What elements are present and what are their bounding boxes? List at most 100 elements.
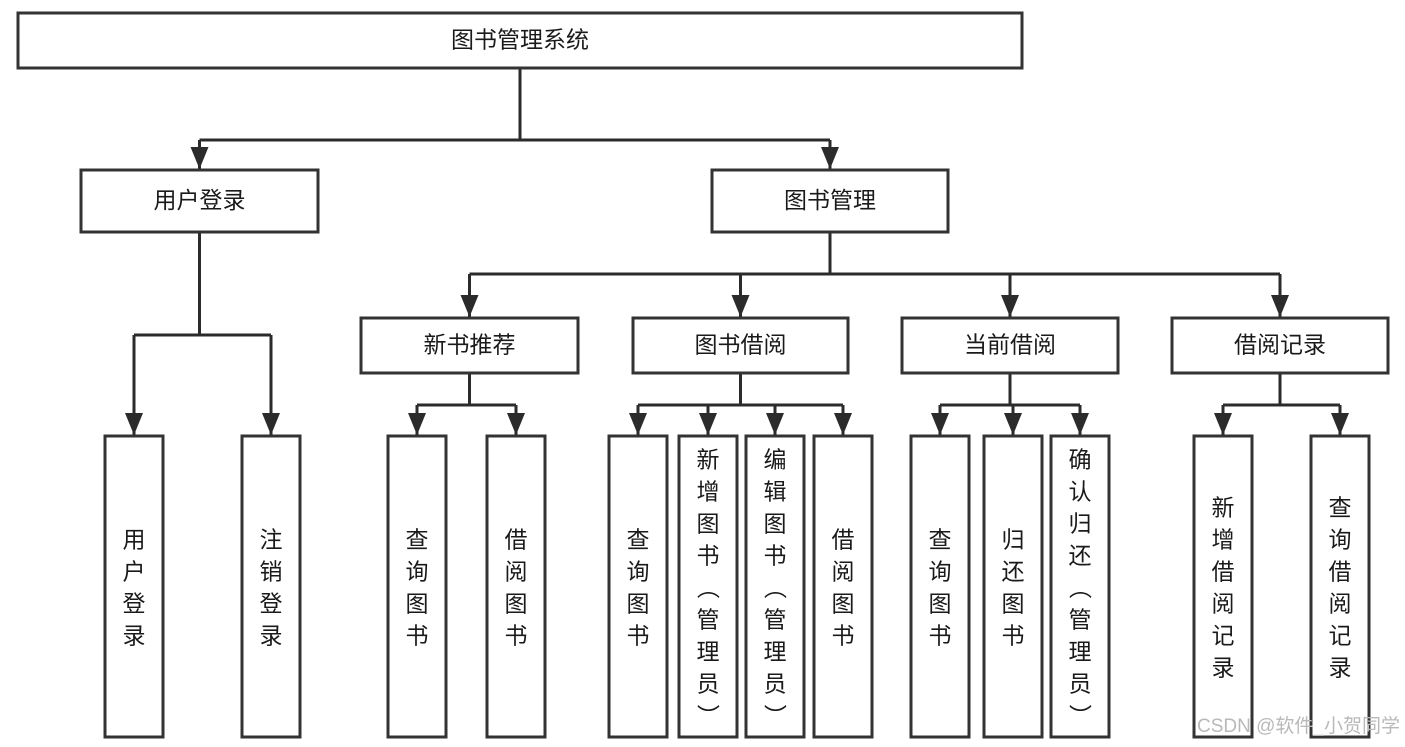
- node-label-leaf-user-login-char-2: 登: [123, 591, 146, 617]
- node-label-leaf-return-book-char-0: 归: [1002, 527, 1025, 553]
- node-label-leaf-query-borrow-record-char-1: 询: [1329, 527, 1352, 553]
- edge-book-management-arrow-3: [1271, 295, 1289, 317]
- node-box-leaf-return-book: [982, 434, 1044, 739]
- node-label-leaf-add-borrow-record-char-4: 记: [1212, 623, 1235, 649]
- edge-root-arrow-1: [821, 147, 839, 169]
- connector-edges: [125, 68, 1349, 435]
- node-label-leaf-query-book-1-char-1: 询: [406, 559, 429, 585]
- node-label-leaf-query-book-2-char-1: 询: [627, 559, 650, 585]
- node-label-leaf-user-logout-char-2: 登: [260, 591, 283, 617]
- node-label-leaf-edit-book-char-2: 图: [764, 511, 787, 537]
- csdn-watermark: CSDN @软件_小贺同学: [1197, 715, 1400, 737]
- node-box-book-borrow: [631, 316, 850, 375]
- edge-book-borrow-arrow-2: [766, 413, 784, 435]
- node-label-leaf-add-borrow-record-char-5: 录: [1212, 655, 1235, 681]
- node-leaf-user-login[interactable]: 用户登录: [103, 434, 165, 739]
- node-label-leaf-add-borrow-record-char-1: 增: [1212, 527, 1235, 553]
- node-label-leaf-add-book-char-6: 理: [697, 639, 720, 665]
- node-label-leaf-edit-book-char-1: 辑: [764, 479, 787, 505]
- node-label-new-book-recommend: 新书推荐: [424, 332, 516, 358]
- edge-book-borrow-arrow-1: [699, 413, 717, 435]
- node-label-leaf-query-book-3-char-3: 书: [929, 623, 952, 649]
- node-label-leaf-edit-book-char-0: 编: [764, 447, 787, 473]
- node-label-leaf-add-book-char-4: （: [695, 576, 721, 599]
- node-label-leaf-edit-book-char-4: （: [762, 576, 788, 599]
- node-label-leaf-confirm-return-char-7: 员: [1069, 671, 1092, 697]
- node-label-leaf-user-logout-char-1: 销: [260, 559, 283, 585]
- node-label-leaf-return-book-char-2: 图: [1002, 591, 1025, 617]
- node-label-leaf-add-book-char-3: 书: [697, 543, 720, 569]
- node-label-leaf-edit-book-char-3: 书: [764, 543, 787, 569]
- node-label-leaf-query-book-1-char-2: 图: [406, 591, 429, 617]
- node-label-leaf-query-book-2-char-2: 图: [627, 591, 650, 617]
- node-label-leaf-add-book-char-7: 员: [697, 671, 720, 697]
- edge-book-borrow-arrow-3: [834, 413, 852, 435]
- node-root[interactable]: 图书管理系统: [16, 11, 1024, 70]
- node-label-leaf-borrow-book-2-char-2: 图: [832, 591, 855, 617]
- node-box-user-login: [79, 168, 320, 234]
- node-label-leaf-confirm-return-char-5: 管: [1069, 607, 1092, 633]
- node-box-leaf-borrow-book-2: [812, 434, 874, 739]
- node-new-book-recommend[interactable]: 新书推荐: [359, 316, 580, 375]
- node-book-borrow[interactable]: 图书借阅: [631, 316, 850, 375]
- node-box-leaf-user-logout: [240, 434, 302, 739]
- edge-current-borrow-arrow-1: [1004, 413, 1022, 435]
- edge-current-borrow-arrow-0: [931, 413, 949, 435]
- node-label-leaf-borrow-book-2-char-0: 借: [832, 527, 855, 553]
- node-label-user-login: 用户登录: [154, 187, 246, 213]
- node-label-leaf-confirm-return-char-8: ）: [1067, 704, 1093, 727]
- node-label-leaf-query-book-1-char-0: 查: [406, 527, 429, 553]
- node-box-current-borrow: [900, 316, 1120, 375]
- node-user-login[interactable]: 用户登录: [79, 168, 320, 234]
- node-label-leaf-borrow-book-1-char-0: 借: [505, 527, 528, 553]
- edge-borrow-record-arrow-1: [1331, 413, 1349, 435]
- node-label-leaf-user-login-char-1: 户: [123, 559, 146, 585]
- node-label-leaf-query-book-2-char-0: 查: [627, 527, 650, 553]
- node-label-leaf-borrow-book-1-char-3: 书: [505, 623, 528, 649]
- node-boxes: 图书管理系统用户登录图书管理新书推荐图书借阅当前借阅借阅记录用户登录注销登录查询…: [16, 11, 1390, 739]
- node-label-leaf-add-borrow-record-char-0: 新: [1212, 495, 1235, 521]
- node-box-leaf-query-book-2: [607, 434, 669, 739]
- node-box-leaf-borrow-book-1: [485, 434, 547, 739]
- node-label-leaf-user-logout-char-3: 录: [260, 623, 283, 649]
- node-label-leaf-query-book-2-char-3: 书: [627, 623, 650, 649]
- node-label-leaf-add-borrow-record-char-2: 借: [1212, 559, 1235, 585]
- node-label-root: 图书管理系统: [451, 27, 589, 53]
- node-box-book-management: [710, 168, 950, 234]
- node-box-new-book-recommend: [359, 316, 580, 375]
- node-label-leaf-borrow-book-1-char-1: 阅: [505, 559, 528, 585]
- node-box-leaf-edit-book: [744, 434, 806, 739]
- node-label-leaf-user-login-char-3: 录: [123, 623, 146, 649]
- node-label-leaf-add-book-char-8: ）: [695, 704, 721, 727]
- edge-book-management-arrow-2: [1001, 295, 1019, 317]
- node-label-leaf-user-logout-char-0: 注: [260, 527, 283, 553]
- node-label-leaf-query-book-1-char-3: 书: [406, 623, 429, 649]
- node-book-management[interactable]: 图书管理: [710, 168, 950, 234]
- node-box-leaf-query-borrow-record: [1309, 434, 1371, 739]
- edge-user-login-arrow-1: [262, 413, 280, 435]
- node-current-borrow[interactable]: 当前借阅: [900, 316, 1120, 375]
- node-label-leaf-query-borrow-record-char-5: 录: [1329, 655, 1352, 681]
- node-borrow-record[interactable]: 借阅记录: [1170, 316, 1390, 375]
- node-label-leaf-borrow-book-2-char-1: 阅: [832, 559, 855, 585]
- node-label-leaf-add-borrow-record-char-3: 阅: [1212, 591, 1235, 617]
- node-box-root: [16, 11, 1024, 70]
- edge-new-book-recommend-arrow-1: [507, 413, 525, 435]
- node-label-leaf-query-book-3-char-0: 查: [929, 527, 952, 553]
- node-label-leaf-edit-book-char-8: ）: [762, 704, 788, 727]
- node-label-leaf-confirm-return-char-3: 还: [1069, 543, 1092, 569]
- node-label-leaf-add-book-char-5: 管: [697, 607, 720, 633]
- edge-book-management-arrow-0: [460, 295, 479, 317]
